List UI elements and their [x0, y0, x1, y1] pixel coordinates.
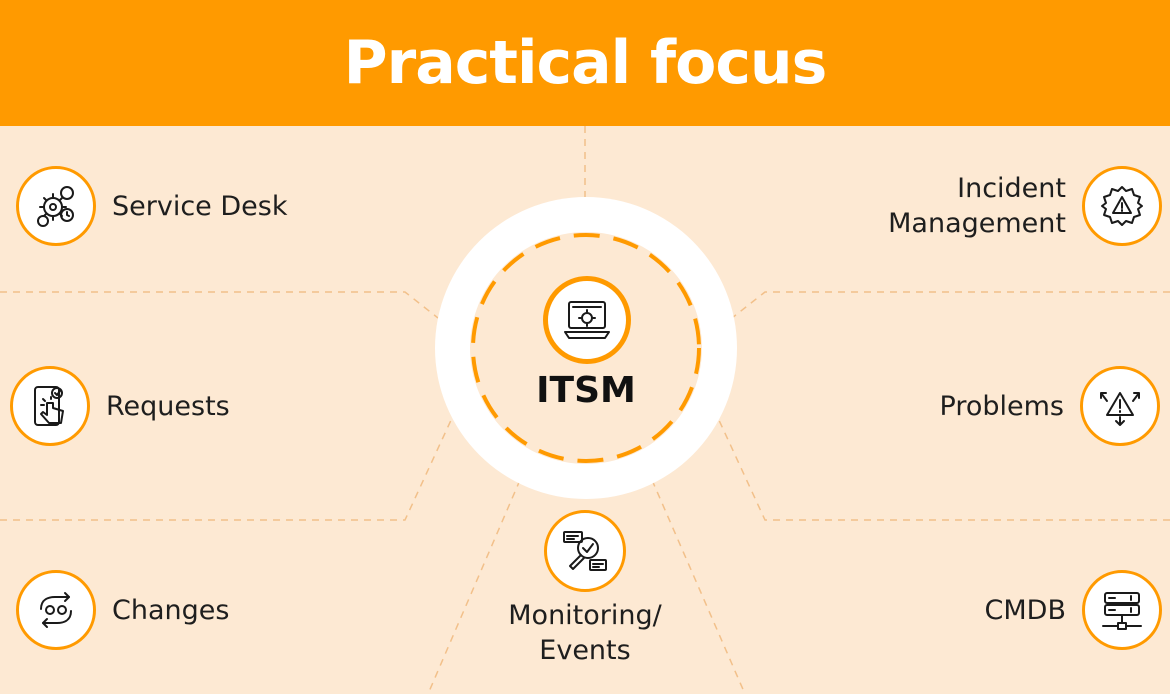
- changes-label: Changes: [112, 594, 230, 626]
- node-requests: Requests: [10, 366, 230, 446]
- node-service-desk: Service Desk: [16, 166, 287, 246]
- incident-label-line2: Management: [888, 208, 1066, 239]
- monitoring-events-label: Monitoring/ Events: [440, 598, 730, 668]
- center-label: ITSM: [536, 370, 636, 411]
- server-icon: [1082, 570, 1162, 650]
- gears-clock-icon: [16, 166, 96, 246]
- header-banner: Practical focus: [0, 0, 1170, 126]
- node-changes: Changes: [16, 570, 229, 650]
- center-dashed-ring: [471, 233, 701, 463]
- incident-management-label: Incident Management: [888, 171, 1066, 241]
- service-desk-label: Service Desk: [112, 190, 288, 222]
- magnifier-check-icon: [544, 510, 626, 592]
- monitoring-label-line1: Monitoring/: [508, 600, 662, 631]
- connector-right-upper: [731, 291, 1170, 319]
- incident-label-line1: Incident: [957, 173, 1066, 204]
- node-incident-management: Incident Management: [888, 166, 1162, 246]
- node-monitoring-events: Monitoring/ Events: [440, 510, 730, 668]
- node-problems: Problems: [940, 366, 1160, 446]
- requests-label: Requests: [106, 390, 230, 422]
- connector-left-lower: [0, 417, 453, 521]
- cmdb-label: CMDB: [984, 594, 1066, 626]
- page-title: Practical focus: [343, 28, 828, 98]
- connector-left-upper: [0, 291, 439, 319]
- node-cmdb: CMDB: [985, 570, 1162, 650]
- gear-warning-icon: [1082, 166, 1162, 246]
- connector-right-lower: [717, 417, 1170, 521]
- monitoring-label-line2: Events: [539, 635, 631, 666]
- phone-tap-icon: [10, 366, 90, 446]
- warning-arrows-icon: [1080, 366, 1160, 446]
- swap-arrows-icon: [16, 570, 96, 650]
- laptop-gear-icon: [543, 276, 631, 364]
- problems-label: Problems: [939, 390, 1064, 422]
